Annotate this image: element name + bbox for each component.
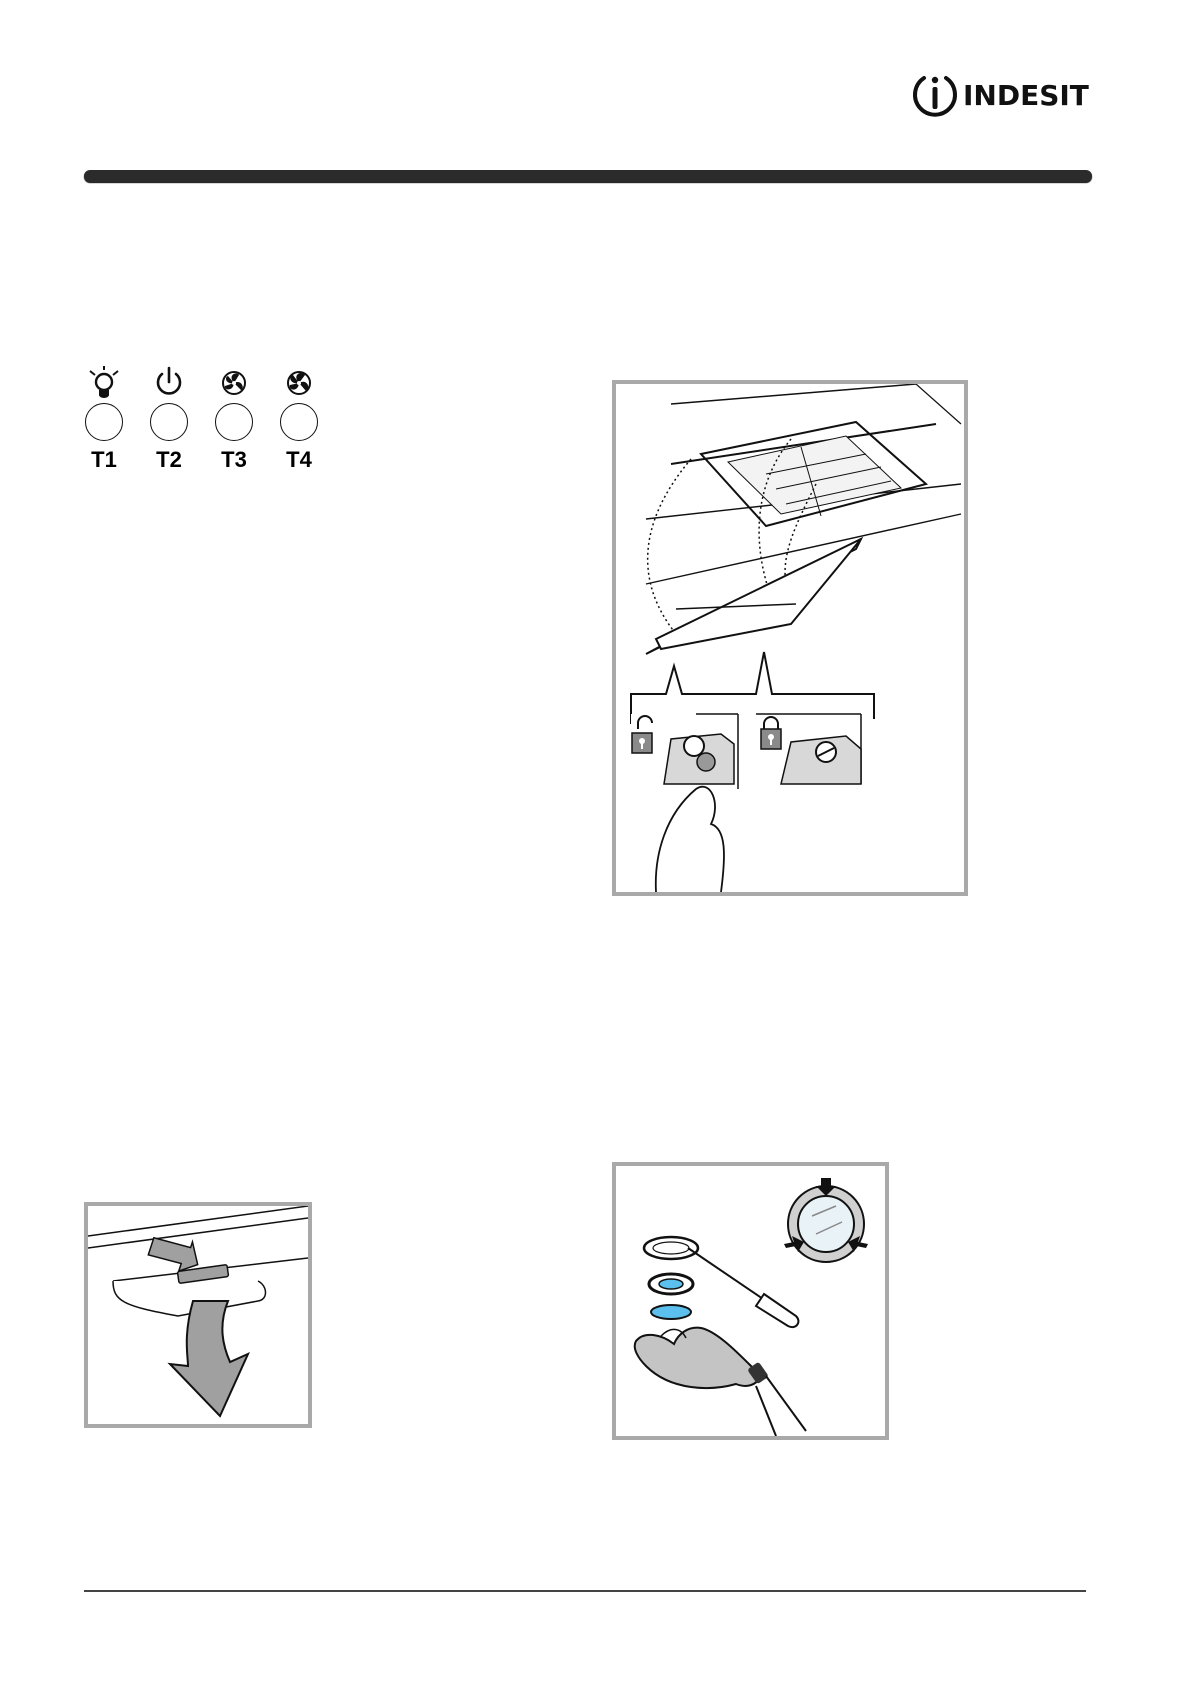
t4-label: T4 [277,447,321,473]
lamp-replacement-illustration [612,1162,889,1440]
glove-icon [635,1328,806,1436]
t4-button[interactable] [280,403,318,441]
t1-button[interactable] [85,403,123,441]
control-t2[interactable]: T2 [147,365,191,473]
t1-label: T1 [82,447,126,473]
header-divider [84,170,1092,182]
light-cover-release-illustration [84,1202,312,1428]
t2-button[interactable] [150,403,188,441]
filter-removal-illustration [612,380,968,896]
footer-divider [84,1590,1086,1592]
lock-icon [761,717,781,749]
power-icon [152,365,186,399]
indesit-power-i-icon [910,68,960,124]
screwdriver-icon [688,1248,798,1327]
t3-button[interactable] [215,403,253,441]
arrow-down-icon [170,1301,248,1416]
fan-icon [217,365,251,399]
t2-label: T2 [147,447,191,473]
indesit-logo: INDESIT [910,68,1090,124]
fan-icon [282,365,316,399]
control-t3[interactable]: T3 [212,365,256,473]
logo-text: INDESIT [963,70,1089,122]
light-bulb-icon [87,365,121,399]
t3-label: T3 [212,447,256,473]
control-t1[interactable]: T1 [82,365,126,473]
control-t4[interactable]: T4 [277,365,321,473]
